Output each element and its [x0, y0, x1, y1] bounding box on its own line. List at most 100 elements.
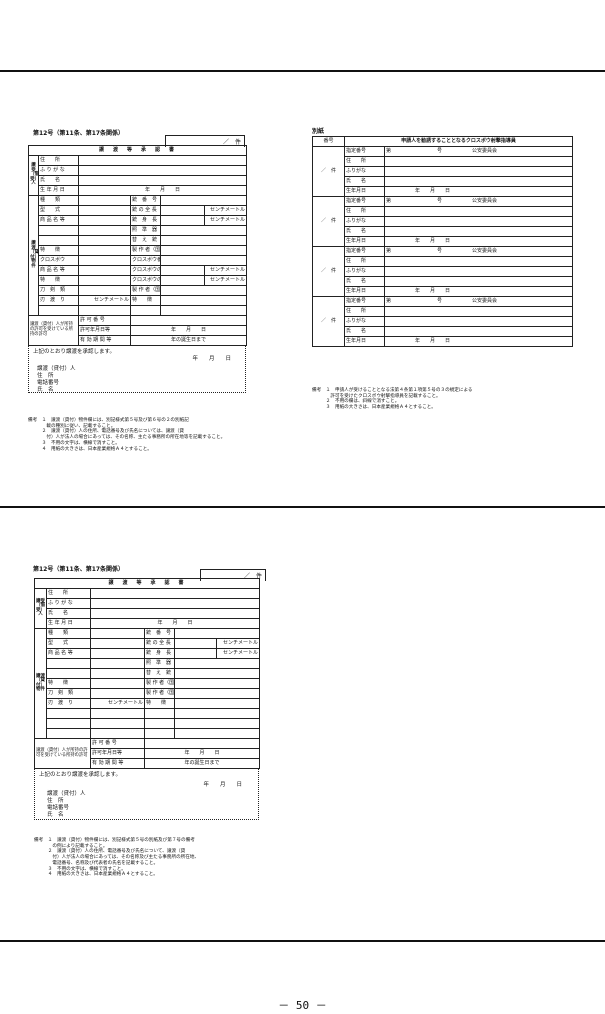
permit-date-label: 許可年月日等 [90, 748, 145, 759]
sig-name: 氏 名 [37, 387, 54, 394]
validity-label: 有 効 期 間 等 [78, 335, 131, 346]
furigana-field[interactable] [383, 266, 574, 277]
commission: 公安委員会 [472, 298, 498, 304]
approval-date: 年 月 日 [192, 356, 231, 362]
address-field[interactable] [89, 588, 261, 599]
address-label: 住 所 [38, 155, 79, 166]
form-title: 第12号（第11条、第17条関係） [33, 130, 125, 137]
furigana-field[interactable] [383, 166, 574, 177]
party-label: 譲受（借受）人 [28, 155, 39, 196]
product-label: 商 品 名 等 [38, 215, 79, 226]
form-title: 第12号（第11条、第17条関係） [33, 566, 125, 573]
sig-phone: 電話番号 [37, 380, 60, 387]
name-field[interactable] [383, 226, 574, 237]
note-line: 電話番号、名称及び代表者の氏名を記載すること。 [34, 860, 159, 866]
permit-label: 譲渡（貸付）人が所持の許可を受けている所持の許可 [28, 315, 79, 346]
dob-field[interactable]: 年 月 日 [383, 186, 574, 197]
sig-assignor: 譲渡（貸付）人 [47, 791, 86, 797]
sig-name: 氏 名 [47, 812, 64, 819]
furigana-field[interactable] [383, 216, 574, 227]
dob-field[interactable]: 年 月 日 [77, 185, 248, 196]
validity-label: 有 効 期 間 等 [90, 758, 145, 769]
serial-label: 銃 番 号 [144, 628, 175, 639]
address-field[interactable] [383, 156, 574, 167]
dai: 第 [386, 248, 392, 254]
product-label: 商 品 名 等 [38, 265, 79, 276]
name-label: 氏 名 [344, 176, 385, 187]
crossbow-length-label: クロスボウの全長 [130, 265, 161, 276]
name-field[interactable] [383, 276, 574, 287]
name-field[interactable] [383, 326, 574, 337]
count-box: ／ 件 [165, 135, 245, 147]
permit-date-field[interactable]: 年 月 日 [143, 748, 261, 759]
dob-field[interactable]: 年 月 日 [383, 336, 574, 347]
dob-field[interactable]: 年 月 日 [89, 618, 261, 629]
feature-label: 特 徴 [38, 245, 79, 256]
furigana-label: ふりがな [344, 266, 385, 277]
sight-label: 照 準 器 [144, 658, 175, 669]
unit-label: センチメートル [78, 295, 131, 306]
crossbow-width-label: クロスボウの全幅 [130, 275, 161, 286]
note-line: の例により記載すること。 [34, 843, 108, 849]
length-label: 銃 の 全 長 [130, 205, 161, 216]
feature-label: 特 徴 [38, 275, 79, 286]
furigana-label: ふりがな [344, 166, 385, 177]
address-field[interactable] [383, 256, 574, 267]
approval-box: 上記のとおり譲渡を承認します。 年 月 日 譲渡（貸付）人 住 所 電話番号 氏… [34, 769, 259, 820]
permit-no-field[interactable] [129, 315, 248, 326]
validity-field[interactable]: 年の誕生日まで [143, 758, 261, 769]
furigana-label: ふ り が な [38, 165, 79, 176]
note-line: ２ 譲渡（貸付）人の住所、電話番号及び氏名について、譲渡（貸 [34, 849, 186, 855]
unit-label: センチメートル [90, 698, 145, 709]
middle-rule [0, 506, 605, 508]
go: 号 [437, 198, 443, 204]
type-label: 種 類 [38, 195, 79, 206]
name-field[interactable] [89, 608, 261, 619]
type-label: 種 類 [46, 628, 91, 639]
name-field[interactable] [383, 176, 574, 187]
permit-no-label: 許 可 番 号 [78, 315, 131, 326]
block-count: ／ 件 [312, 196, 345, 247]
model-label: 型 式 [46, 638, 91, 649]
go: 号 [437, 148, 443, 154]
furigana-label: ふりがな [344, 216, 385, 227]
unit-label: センチメートル [215, 638, 261, 649]
validity-field[interactable]: 年の誕生日まで [129, 335, 248, 346]
address-label: 住 所 [344, 256, 385, 267]
note-line: 載の種別に従い、記載すること。 [28, 423, 116, 429]
top-rule [0, 70, 605, 72]
annex-title: 別紙 [312, 128, 325, 135]
blade-label: 刀 剣 類 [38, 285, 79, 296]
unit-label: センチメートル [203, 265, 248, 276]
address-field[interactable] [383, 206, 574, 217]
note-line: ４ 用紙の大きさは、日本産業規格Ａ４とすること。 [28, 446, 152, 452]
dai: 第 [386, 198, 392, 204]
name-field[interactable] [77, 175, 248, 186]
note-line: ２ 不用の欄は、斜線で消すこと。 [312, 399, 400, 405]
col-no: 番号 [312, 136, 345, 147]
designation-label: 指定番号 [344, 146, 385, 157]
bore-label: 銃 身 長 [130, 215, 161, 226]
address-field[interactable] [77, 155, 248, 166]
spare-barrel-label: 替 え 銃 身 [130, 235, 161, 246]
form-heading: 譲 渡 等 承 認 書 [27, 145, 248, 156]
unit-label: センチメートル [203, 215, 248, 226]
permit-no-label: 許 可 番 号 [90, 738, 145, 749]
bore-label: 銃 身 長 [144, 648, 175, 659]
blade-label: 刀 剣 類 [46, 688, 91, 699]
note-line: 備考 １ 申請人が受けることとなる法第４条第１項第５号の３の規定による [312, 388, 473, 393]
blade-length-label: 刃 渡 り [38, 295, 79, 306]
permit-date-field[interactable]: 年 月 日 [129, 325, 248, 336]
go: 号 [437, 298, 443, 304]
sig-assignor: 譲渡（貸付）人 [37, 366, 76, 372]
address-field[interactable] [383, 306, 574, 317]
dob-field[interactable]: 年 月 日 [383, 236, 574, 247]
notes-top-left: 備考 １ 譲渡（貸付）物件欄には、別記様式第５号及び第６号の２の別紙記 載の種別… [28, 418, 225, 452]
dob-field[interactable]: 年 月 日 [383, 286, 574, 297]
serial-field[interactable] [159, 195, 248, 206]
furigana-field[interactable] [89, 598, 261, 609]
furigana-field[interactable] [77, 165, 248, 176]
spare-barrel-label: 替 え 銃 身 [144, 668, 175, 679]
length-label: 銃 の 全 長 [144, 638, 175, 649]
furigana-field[interactable] [383, 316, 574, 327]
